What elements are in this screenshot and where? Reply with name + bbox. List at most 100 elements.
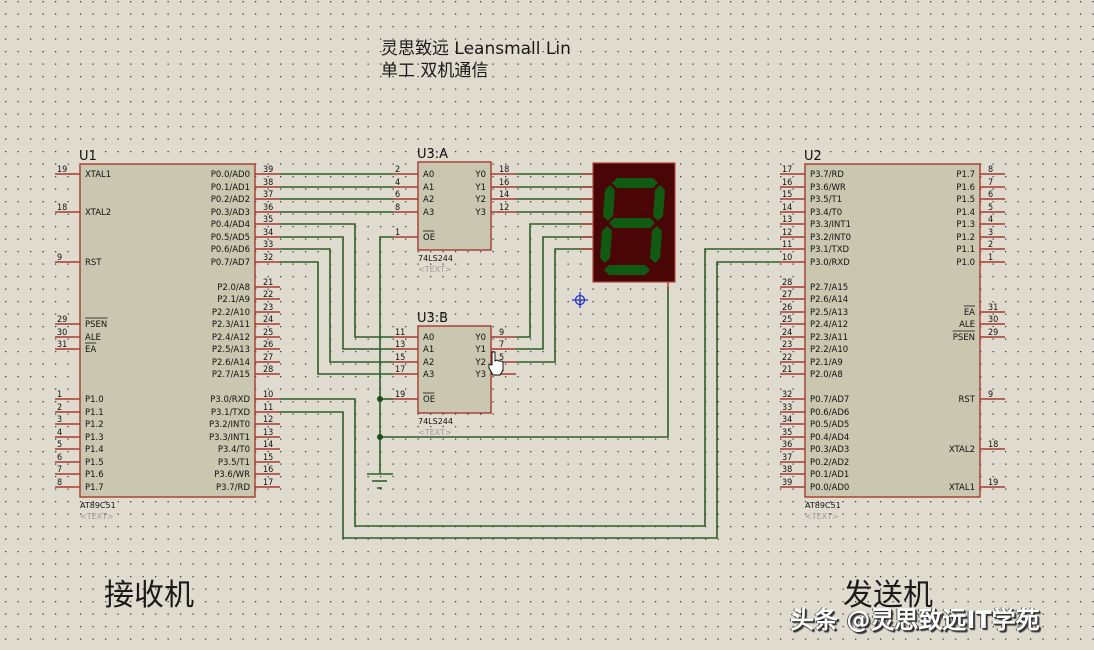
chip-body[interactable] — [417, 325, 492, 414]
chip-body[interactable] — [79, 163, 256, 498]
pin-2[interactable]: 2P1.1 — [956, 240, 1005, 255]
pin-9[interactable]: 9Y0 — [474, 328, 516, 343]
pin-3[interactable]: 3P1.2 — [956, 228, 1005, 243]
chip-body[interactable] — [417, 161, 492, 251]
pin-5[interactable]: 5P1.4 — [956, 203, 1005, 218]
pin-4[interactable]: 4P1.3 — [956, 215, 1005, 230]
pin-7[interactable]: 7Y1 — [474, 340, 516, 355]
pin-7[interactable]: 7P1.6 — [956, 178, 1005, 193]
seven-segment-display[interactable] — [580, 162, 676, 290]
chip-body[interactable] — [804, 163, 981, 498]
pin-6[interactable]: 6P1.5 — [956, 190, 1005, 205]
pin-1[interactable]: 1P1.0 — [956, 253, 1005, 268]
pin-8[interactable]: 8P1.7 — [956, 165, 1005, 180]
